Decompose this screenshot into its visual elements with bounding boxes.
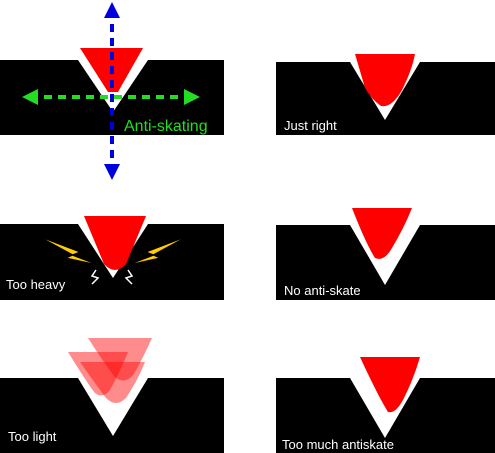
lightning-right-icon (127, 235, 189, 266)
spark-right-icon (124, 269, 134, 285)
panel-just-right: Just right (276, 54, 495, 135)
too-heavy-label: Too heavy (6, 277, 66, 292)
just-right-label: Just right (284, 118, 337, 133)
panel-too-much-antiskate: Too much antiskate (276, 357, 495, 453)
groove-v (78, 378, 148, 436)
stylus (360, 357, 420, 413)
stylus-ghost-2 (88, 338, 152, 381)
stylus-ghost-1 (68, 352, 128, 396)
anti-skating-label: Anti-skating (124, 118, 208, 135)
panel-too-light: Too light (0, 338, 224, 453)
stylus-ghost-3 (80, 362, 145, 403)
panel-too-heavy: Too heavy (0, 216, 224, 300)
no-anti-skate-label: No anti-skate (284, 283, 361, 298)
too-light-label: Too light (8, 429, 57, 444)
panel-forces: Anti-skating (0, 2, 224, 180)
panel-no-anti-skate: No anti-skate (276, 208, 495, 300)
stylus (352, 208, 412, 259)
stylus (84, 216, 146, 270)
spark-left-icon (90, 269, 100, 285)
too-much-antiskate-label: Too much antiskate (282, 437, 394, 452)
lightning-left-icon (37, 235, 99, 266)
stylus (355, 54, 415, 107)
